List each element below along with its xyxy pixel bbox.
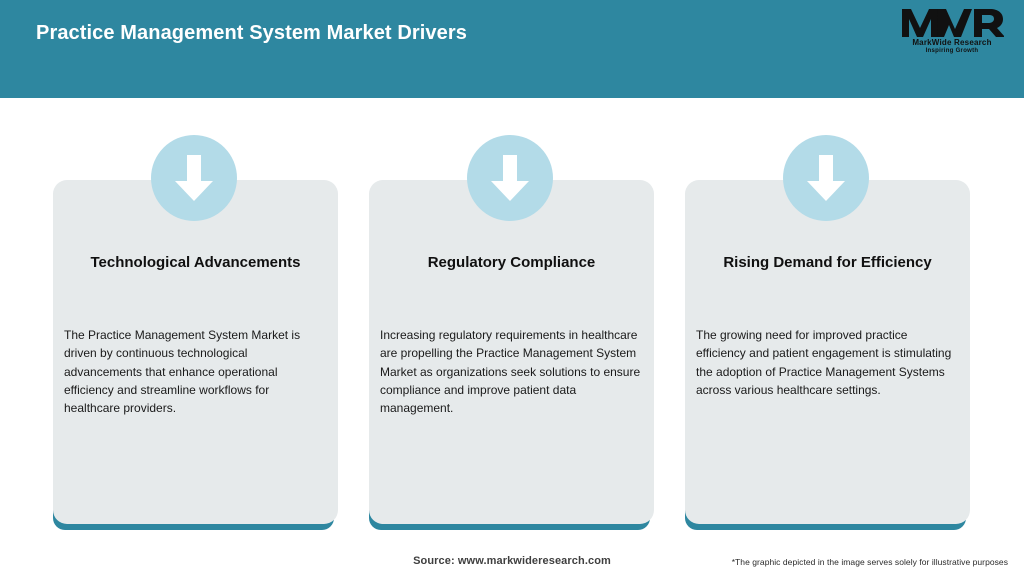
disclaimer-note: *The graphic depicted in the image serve… (731, 557, 1008, 567)
card-body-text: The growing need for improved practice e… (696, 328, 952, 397)
arrow-down-icon (466, 135, 553, 221)
card-body-text: The Practice Management System Market is… (64, 328, 301, 416)
arrow-down-icon (150, 135, 237, 221)
card-panel (53, 180, 338, 524)
logo-company-name: MarkWide Research (912, 38, 992, 47)
logo-monogram-icon (898, 8, 1006, 38)
card-body-text: Increasing regulatory requirements in he… (380, 328, 641, 416)
brand-logo: MarkWide Research Inspiring Growth (898, 8, 1006, 60)
card-panel (685, 180, 970, 524)
driver-card[interactable]: Regulatory Compliance Increasing regulat… (352, 98, 667, 576)
page-title: Practice Management System Market Driver… (36, 22, 467, 44)
arrow-down-icon (782, 135, 869, 221)
card-title: Regulatory Compliance (427, 254, 596, 271)
source-label: Source: www.markwideresearch.com (413, 555, 611, 567)
card-title: Technological Advancements (90, 254, 301, 271)
card-title: Rising Demand for Efficiency (723, 254, 932, 271)
logo-tagline: Inspiring Growth (925, 48, 979, 54)
driver-cards-row: Technological Advancements The Practice … (0, 98, 1024, 576)
card-panel (369, 180, 654, 524)
driver-card[interactable]: Technological Advancements The Practice … (36, 98, 351, 576)
header-band: Practice Management System Market Driver… (0, 0, 1024, 98)
driver-card[interactable]: Rising Demand for Efficiency The growing… (668, 98, 983, 576)
